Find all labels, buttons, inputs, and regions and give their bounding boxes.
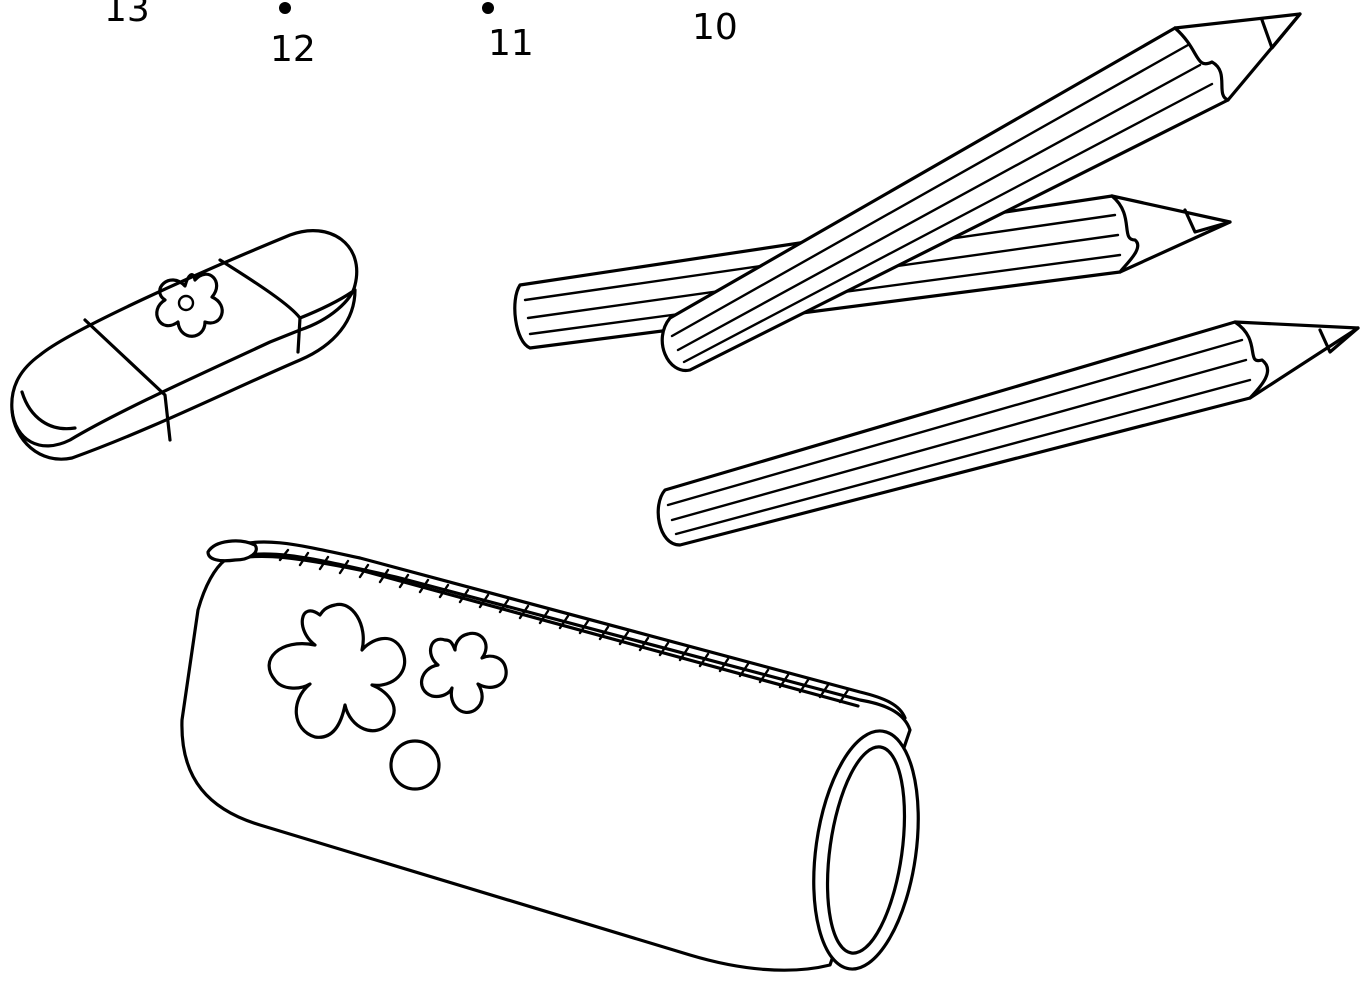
polka-dot-icon	[389, 739, 441, 791]
dot-11[interactable]	[482, 2, 494, 14]
eraser-drawing	[10, 229, 359, 461]
flower-small-icon	[420, 631, 508, 714]
zipper-teeth	[278, 548, 850, 704]
flower-large-icon	[267, 602, 407, 739]
pencil-case-drawing	[180, 539, 920, 972]
dot-12[interactable]	[279, 2, 291, 14]
pencil-front-drawing	[660, 12, 1302, 372]
dot-label-11: 11	[488, 23, 534, 64]
dot-label-10: 10	[692, 7, 738, 48]
pencil-bottom-drawing	[656, 320, 1360, 547]
dot-label-13: 13	[104, 0, 150, 30]
dot-label-12: 12	[270, 29, 316, 70]
